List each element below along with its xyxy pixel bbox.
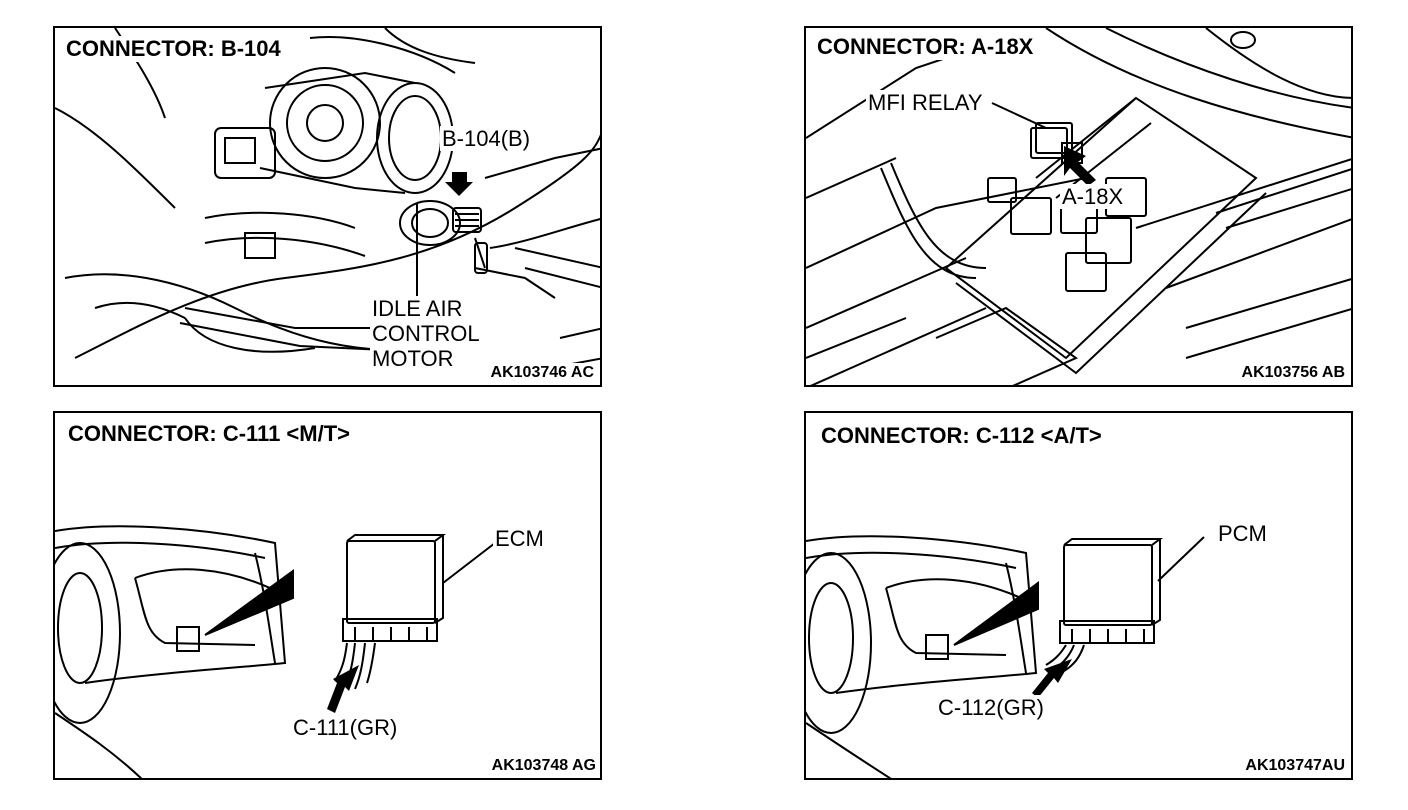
figure-code: AK103748 AG	[489, 756, 598, 776]
connector-label: B-104(B)	[440, 126, 533, 151]
arrow-icon	[445, 172, 473, 196]
arrow-icon	[1032, 659, 1072, 698]
relay-box-illustration	[806, 28, 1351, 385]
figure-code: AK103746 AC	[488, 363, 596, 383]
component-label-line: CONTROL	[372, 321, 480, 346]
panel-title: CONNECTOR: C-111 <M/T>	[66, 421, 352, 447]
connector-label: C-111(GR)	[291, 715, 400, 740]
dashboard-ecm-illustration	[55, 525, 496, 778]
dashboard-pcm-illustration	[806, 535, 1205, 778]
panel-title: CONNECTOR: A-18X	[815, 34, 1036, 60]
connector-label: C-112(GR)	[936, 695, 1046, 720]
connector-panel-c112: CONNECTOR: C-112 <A/T> PCM C-112(GR) AK1…	[804, 411, 1353, 780]
relay-label: MFI RELAY	[866, 90, 985, 115]
figure-code: AK103747AU	[1243, 756, 1347, 776]
panel-title: CONNECTOR: B-104	[64, 36, 283, 62]
connector-panel-b104: CONNECTOR: B-104 B-104(B) IDLE AIR CONTR…	[53, 26, 602, 387]
connector-panel-a18x: CONNECTOR: A-18X MFI RELAY A-18X AK10375…	[804, 26, 1353, 387]
engine-bay-illustration	[55, 28, 600, 369]
component-label: IDLE AIR CONTROL MOTOR	[370, 296, 482, 371]
arrow-icon	[1064, 146, 1096, 186]
connector-panel-c111: CONNECTOR: C-111 <M/T> ECM C-111(GR) AK1…	[53, 411, 602, 780]
component-label-line: IDLE AIR	[372, 296, 463, 321]
panel-title: CONNECTOR: C-112 <A/T>	[819, 423, 1104, 449]
component-label: PCM	[1216, 521, 1269, 546]
figure-code: AK103756 AB	[1239, 363, 1347, 383]
connector-label: A-18X	[1060, 184, 1126, 209]
arrow-icon	[327, 665, 359, 713]
component-label: ECM	[493, 526, 546, 551]
component-label-line: MOTOR	[372, 346, 454, 371]
